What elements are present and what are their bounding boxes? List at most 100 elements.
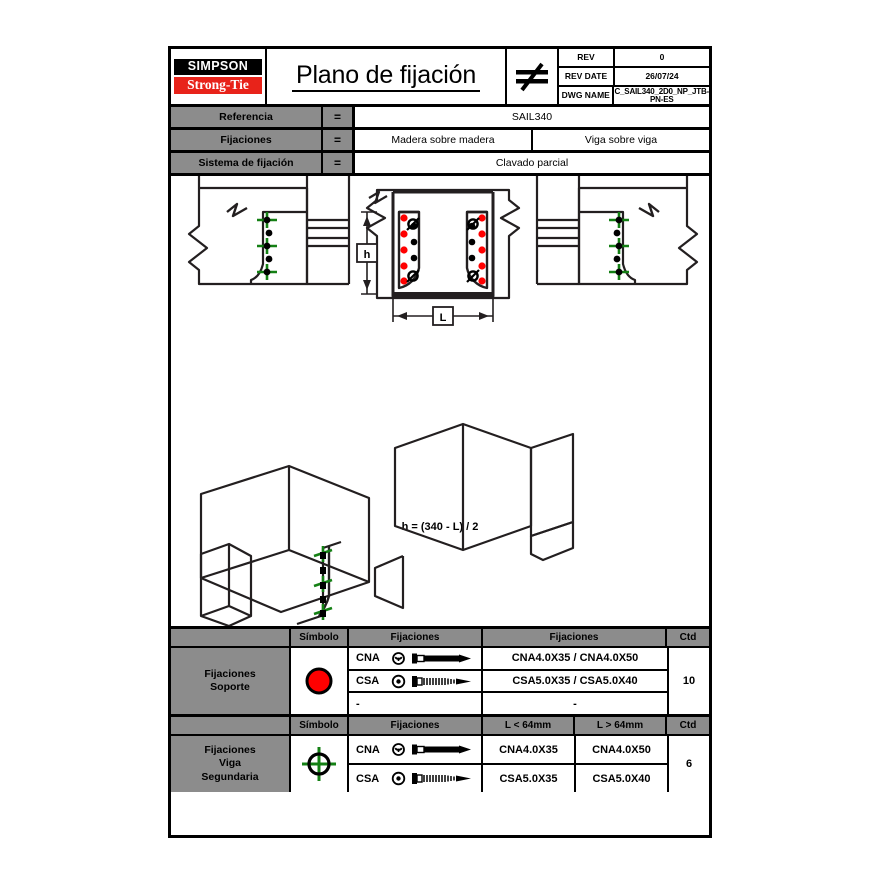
td-secondary-value-short-cna: CNA4.0X35 — [483, 736, 576, 763]
fastener-code: - — [356, 697, 360, 710]
dim-L-text: L — [440, 312, 447, 324]
fijaciones-viga-anillos — [407, 218, 479, 282]
fijaciones-negras-internas — [410, 222, 476, 262]
dim-h-text: h — [364, 249, 371, 261]
info-row-referencia: Referencia = SAIL340 — [171, 107, 709, 130]
info-value-sistema: Clavado parcial — [495, 157, 569, 169]
td-support-value-cna: CNA4.0X35 / CNA4.0X50 — [511, 652, 639, 665]
seccion-derecha — [535, 176, 699, 286]
table-secondary-header: Símbolo Fijaciones L < 64mm L > 64mm Ctd — [171, 717, 709, 736]
fijaciones-seccion-derecha — [609, 212, 629, 280]
info-value-referencia: SAIL340 — [511, 111, 553, 123]
td-support-fastener-empty: - — [349, 693, 483, 715]
th-support-ctd: Ctd — [679, 632, 697, 643]
fijaciones-viga-cruces — [406, 217, 480, 283]
not-equal-icon — [507, 49, 559, 104]
head-torx-drive-icon — [391, 674, 406, 688]
table-support-header: Símbolo Fijaciones Fijaciones Ctd — [171, 629, 709, 648]
info-row-sistema: Sistema de fijación = Clavado parcial — [171, 153, 709, 176]
table-row: CSA — [349, 670, 667, 694]
alzado-central — [365, 188, 521, 300]
screw-icon — [412, 773, 471, 784]
fijaciones-seccion-izquierda — [257, 212, 277, 280]
dimension-label-L: L — [432, 306, 454, 326]
revision-date-row: REV DATE 26/07/24 — [559, 68, 709, 87]
table-fijaciones-viga-segundaria: Símbolo Fijaciones L < 64mm L > 64mm Ctd… — [171, 717, 709, 792]
td-secondary-title: Fijaciones Viga Segundaria — [171, 736, 291, 792]
fijaciones-isometricas — [313, 546, 333, 620]
table-row: CNA CNA4.0X35 — [349, 736, 667, 765]
red-filled-circle-icon — [305, 667, 333, 695]
drawing-sheet: SIMPSON Strong-Tie Plano de fijación REV… — [168, 46, 712, 838]
fastener-code: CNA — [356, 743, 380, 756]
td-secondary-title-line3: Segundaria — [201, 770, 259, 783]
dimension-arrowheads — [363, 216, 489, 320]
td-secondary-value-short-csa: CSA5.0X35 — [483, 765, 576, 792]
height-formula: h = (340 - L) / 2 — [401, 521, 479, 533]
dwg-name-value: C_SAIL340_2D0_NP_JTB-PN-ES — [614, 86, 709, 104]
vista-isometrica — [199, 422, 575, 626]
td-secondary-title-line2: Viga — [219, 757, 241, 770]
sheet-title-text: Plano de fijación — [291, 61, 481, 93]
td-secondary-fastener-cna: CNA — [349, 736, 483, 763]
info-value-fijaciones-2: Viga sobre viga — [584, 134, 658, 146]
revision-block: REV 0 REV DATE 26/07/24 DWG NAME C_SAIL3… — [559, 49, 709, 104]
info-label-sistema: Sistema de fijación — [171, 153, 323, 173]
td-support-value-csa: CSA5.0X35 / CSA5.0X40 — [512, 675, 638, 687]
td-support-title-line2: Soporte — [210, 681, 250, 693]
th-secondary-l-short: L < 64mm — [483, 717, 575, 734]
green-crosshair-circle-icon — [302, 747, 336, 781]
td-support-title: Fijaciones Soporte — [171, 648, 291, 714]
th-support-fijaciones-1: Fijaciones — [349, 629, 483, 646]
fastener-code: CNA — [356, 652, 380, 665]
head-cross-drive-icon — [392, 651, 405, 665]
th-secondary-l-long: L > 64mm — [575, 717, 667, 734]
nail-icon — [412, 744, 471, 755]
th-secondary-blank — [171, 717, 291, 734]
td-secondary-value-long-cna: CNA4.0X50 — [592, 743, 651, 756]
td-support-quantity: 10 — [667, 648, 709, 714]
dwg-name-row: DWG NAME C_SAIL340_2D0_NP_JTB-PN-ES — [559, 87, 709, 104]
rev-date-label: REV DATE — [559, 68, 615, 85]
td-support-symbol — [291, 648, 349, 714]
td-secondary-title-line1: Fijaciones — [204, 744, 256, 757]
nail-icon — [412, 653, 471, 664]
simpson-strongtie-logo: SIMPSON Strong-Tie — [171, 49, 267, 104]
td-support-fastener-csa: CSA — [349, 670, 483, 692]
rev-value: 0 — [659, 52, 665, 63]
patron-fijaciones-central — [400, 214, 486, 285]
drawing-area: h L — [171, 176, 709, 629]
table-support-rows: CNA CNA4.0X35 / CNA4.0 — [349, 648, 667, 715]
info-equals-sistema: = — [323, 153, 355, 173]
info-equals-fijaciones: = — [323, 130, 355, 150]
info-value-fijaciones-1: Madera sobre madera — [355, 130, 533, 150]
th-support-blank — [171, 629, 291, 646]
table-row: CNA CNA4.0X35 / CNA4.0 — [349, 648, 667, 671]
logo-strongtie-text: Strong-Tie — [174, 76, 262, 95]
th-support-simbolo: Símbolo — [291, 629, 349, 646]
info-label-referencia: Referencia — [171, 107, 323, 127]
td-secondary-fastener-csa: CSA — [349, 765, 483, 792]
screw-icon — [412, 675, 471, 687]
th-secondary-ctd: Ctd — [679, 720, 697, 731]
td-secondary-value-long-csa: CSA5.0X40 — [592, 772, 651, 785]
title-block: SIMPSON Strong-Tie Plano de fijación REV… — [171, 49, 709, 107]
dimension-label-h: h — [356, 243, 378, 263]
info-row-fijaciones: Fijaciones = Madera sobre madera Viga so… — [171, 130, 709, 153]
two-d-views: h L — [187, 176, 699, 326]
sheet-title: Plano de fijación — [267, 49, 507, 104]
fijaciones-soporte-rojas — [400, 214, 486, 285]
td-support-value-empty: - — [573, 697, 577, 710]
head-torx-drive-icon — [391, 771, 406, 786]
revision-row: REV 0 — [559, 49, 709, 68]
fastener-code: CSA — [356, 675, 380, 687]
rev-label: REV — [559, 49, 615, 66]
table-fijaciones-soporte: Símbolo Fijaciones Fijaciones Ctd Fijaci… — [171, 629, 709, 717]
table-secondary-rows: CNA CNA4.0X35 — [349, 736, 667, 792]
td-secondary-symbol — [291, 736, 349, 792]
th-secondary-simbolo: Símbolo — [291, 717, 349, 734]
td-support-fastener-cna: CNA — [349, 648, 483, 669]
td-support-title-line1: Fijaciones — [204, 667, 256, 680]
fastener-code: CSA — [356, 772, 380, 785]
rev-date-value: 26/07/24 — [645, 71, 679, 82]
